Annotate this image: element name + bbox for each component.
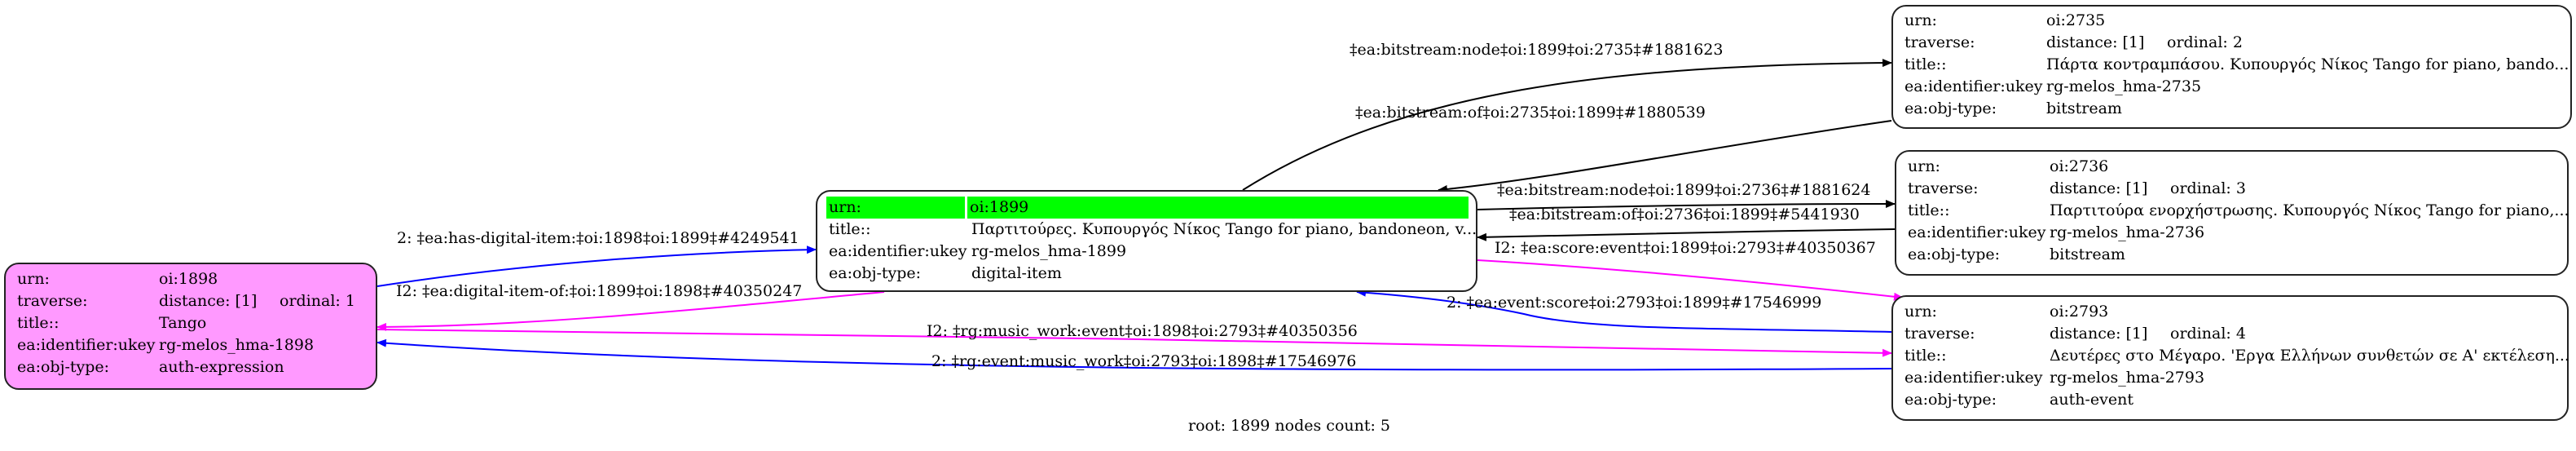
graph-footer: root: 1899 nodes count: 5 [1188, 417, 1391, 435]
row-value: rg-melos_hma-2793 [2050, 369, 2205, 387]
edge-label: 2: ‡rg:event:music_work‡oi:2793‡oi:1898‡… [931, 352, 1357, 370]
edge-label: ‡ea:bitstream:node‡oi:1899‡oi:2735‡#1881… [1350, 41, 1724, 59]
edge-label: 2: ‡ea:event:score‡oi:2793‡oi:1899‡#1754… [1447, 294, 1822, 312]
edge-event-score [1356, 288, 1892, 333]
row-key: title:: [1908, 201, 1950, 219]
edge-has-digital-item [376, 245, 817, 287]
row-value: Παρτιτούρα ενορχήστρωσης. Κυπουργός Νίκο… [2050, 201, 2569, 219]
edge-bitstream-of-2736 [1477, 228, 1896, 241]
graph-node-1899-root[interactable]: urn: oi:1899 title::Παρτιτούρες. Κυπουργ… [816, 190, 1477, 292]
row-value: Tango [159, 314, 207, 332]
edge-bitstream-node-2735 [1242, 59, 1892, 191]
row-key: urn: [826, 197, 965, 219]
row-key: ea:identifier:ukey [1904, 77, 2043, 95]
row-value: Πάρτα κοντραμπάσου. Κυπουργός Νίκος Tang… [2046, 55, 2569, 73]
edge-bitstream-of-2735 [1438, 120, 1892, 193]
edge-label: 2: ‡ea:has-digital-item:‡oi:1898‡oi:1899… [397, 229, 799, 247]
row-key: ea:obj-type: [1908, 245, 2001, 263]
row-value: digital-item [971, 264, 1062, 282]
row-key: traverse: [1904, 33, 1975, 51]
row-value: rg-melos_hma-1898 [159, 336, 315, 354]
row-value: bitstream [2046, 99, 2122, 117]
edge-label: ‡ea:bitstream:node‡oi:1899‡oi:2736‡#1881… [1497, 181, 1871, 199]
node-row-urn: urn: oi:1899 [826, 197, 1469, 219]
row-key: ea:obj-type: [17, 358, 110, 376]
row-key: title:: [1904, 55, 1947, 73]
row-value: oi:1898 [159, 270, 218, 288]
row-value: distance: [1] [2050, 325, 2148, 343]
row-value: oi:2735 [2046, 11, 2106, 29]
row-key: ea:obj-type: [1904, 391, 1997, 409]
row-ordinal: ordinal: 1 [280, 292, 355, 310]
row-value: auth-expression [159, 358, 284, 376]
row-key: urn: [17, 270, 50, 288]
row-key: urn: [1904, 11, 1937, 29]
row-value: bitstream [2050, 245, 2125, 263]
edge-label: I2: ‡ea:digital-item-of:‡oi:1899‡oi:1898… [396, 282, 803, 300]
row-value: rg-melos_hma-1899 [971, 242, 1127, 260]
edge-bitstream-node-2736 [1477, 200, 1896, 210]
row-value: distance: [1] [2050, 179, 2148, 197]
row-value: rg-melos_hma-2735 [2046, 77, 2202, 95]
row-key: traverse: [1904, 325, 1975, 343]
row-value: oi:2793 [2050, 303, 2109, 321]
row-key: ea:identifier:ukey [1908, 223, 2046, 241]
row-value: Παρτιτούρες. Κυπουργός Νίκος Tango for p… [971, 220, 1477, 238]
row-key: ea:identifier:ukey [1904, 369, 2043, 387]
row-key: ea:identifier:ukey [17, 336, 156, 354]
graph-node-1898[interactable]: urn: oi:1898 traverse: distance: [1] ordina… [4, 263, 377, 390]
row-value: distance: [1] [2046, 33, 2145, 51]
edge-label: ‡ea:bitstream:of‡oi:2736‡oi:1899‡#544193… [1509, 206, 1860, 223]
edge-digital-item-of [376, 291, 885, 331]
row-value: oi:1899 [967, 197, 1469, 219]
row-key: urn: [1904, 303, 1937, 321]
row-key: urn: [1908, 157, 1940, 175]
edge-event-music-work [376, 338, 1892, 371]
row-key: ea:identifier:ukey [829, 242, 967, 260]
row-key: title:: [1904, 347, 1947, 365]
row-ordinal: ordinal: 2 [2167, 33, 2243, 51]
graph-node-2793[interactable]: urn: oi:2793 traverse: distance: [1] ordina… [1891, 295, 2569, 421]
edge-score-event [1477, 259, 1904, 301]
row-key: ea:obj-type: [829, 264, 922, 282]
row-value: distance: [1] [159, 292, 258, 310]
row-key: ea:obj-type: [1904, 99, 1997, 117]
row-key: traverse: [17, 292, 88, 310]
edge-label: I2: ‡ea:score:event‡oi:1899‡oi:2793‡#403… [1495, 239, 1876, 257]
graph-node-2735[interactable]: urn: oi:2735 traverse: distance: [1] ordina… [1891, 5, 2572, 129]
row-ordinal: ordinal: 3 [2170, 179, 2246, 197]
row-key: traverse: [1908, 179, 1979, 197]
row-key: title:: [829, 220, 871, 238]
row-ordinal: ordinal: 4 [2170, 325, 2246, 343]
row-key: title:: [17, 314, 59, 332]
row-value: Δευτέρες στο Μέγαρο. 'Εργα Ελλήνων συνθε… [2050, 347, 2569, 365]
row-value: auth-event [2050, 391, 2133, 409]
row-value: oi:2736 [2050, 157, 2109, 175]
row-value: rg-melos_hma-2736 [2050, 223, 2205, 241]
edge-label: ‡ea:bitstream:of‡oi:2735‡oi:1899‡#188053… [1355, 104, 1706, 122]
graph-node-2736[interactable]: urn: oi:2736 traverse: distance: [1] ordina… [1895, 150, 2569, 276]
edge-label: I2: ‡rg:music_work:event‡oi:1898‡oi:2793… [927, 322, 1358, 340]
